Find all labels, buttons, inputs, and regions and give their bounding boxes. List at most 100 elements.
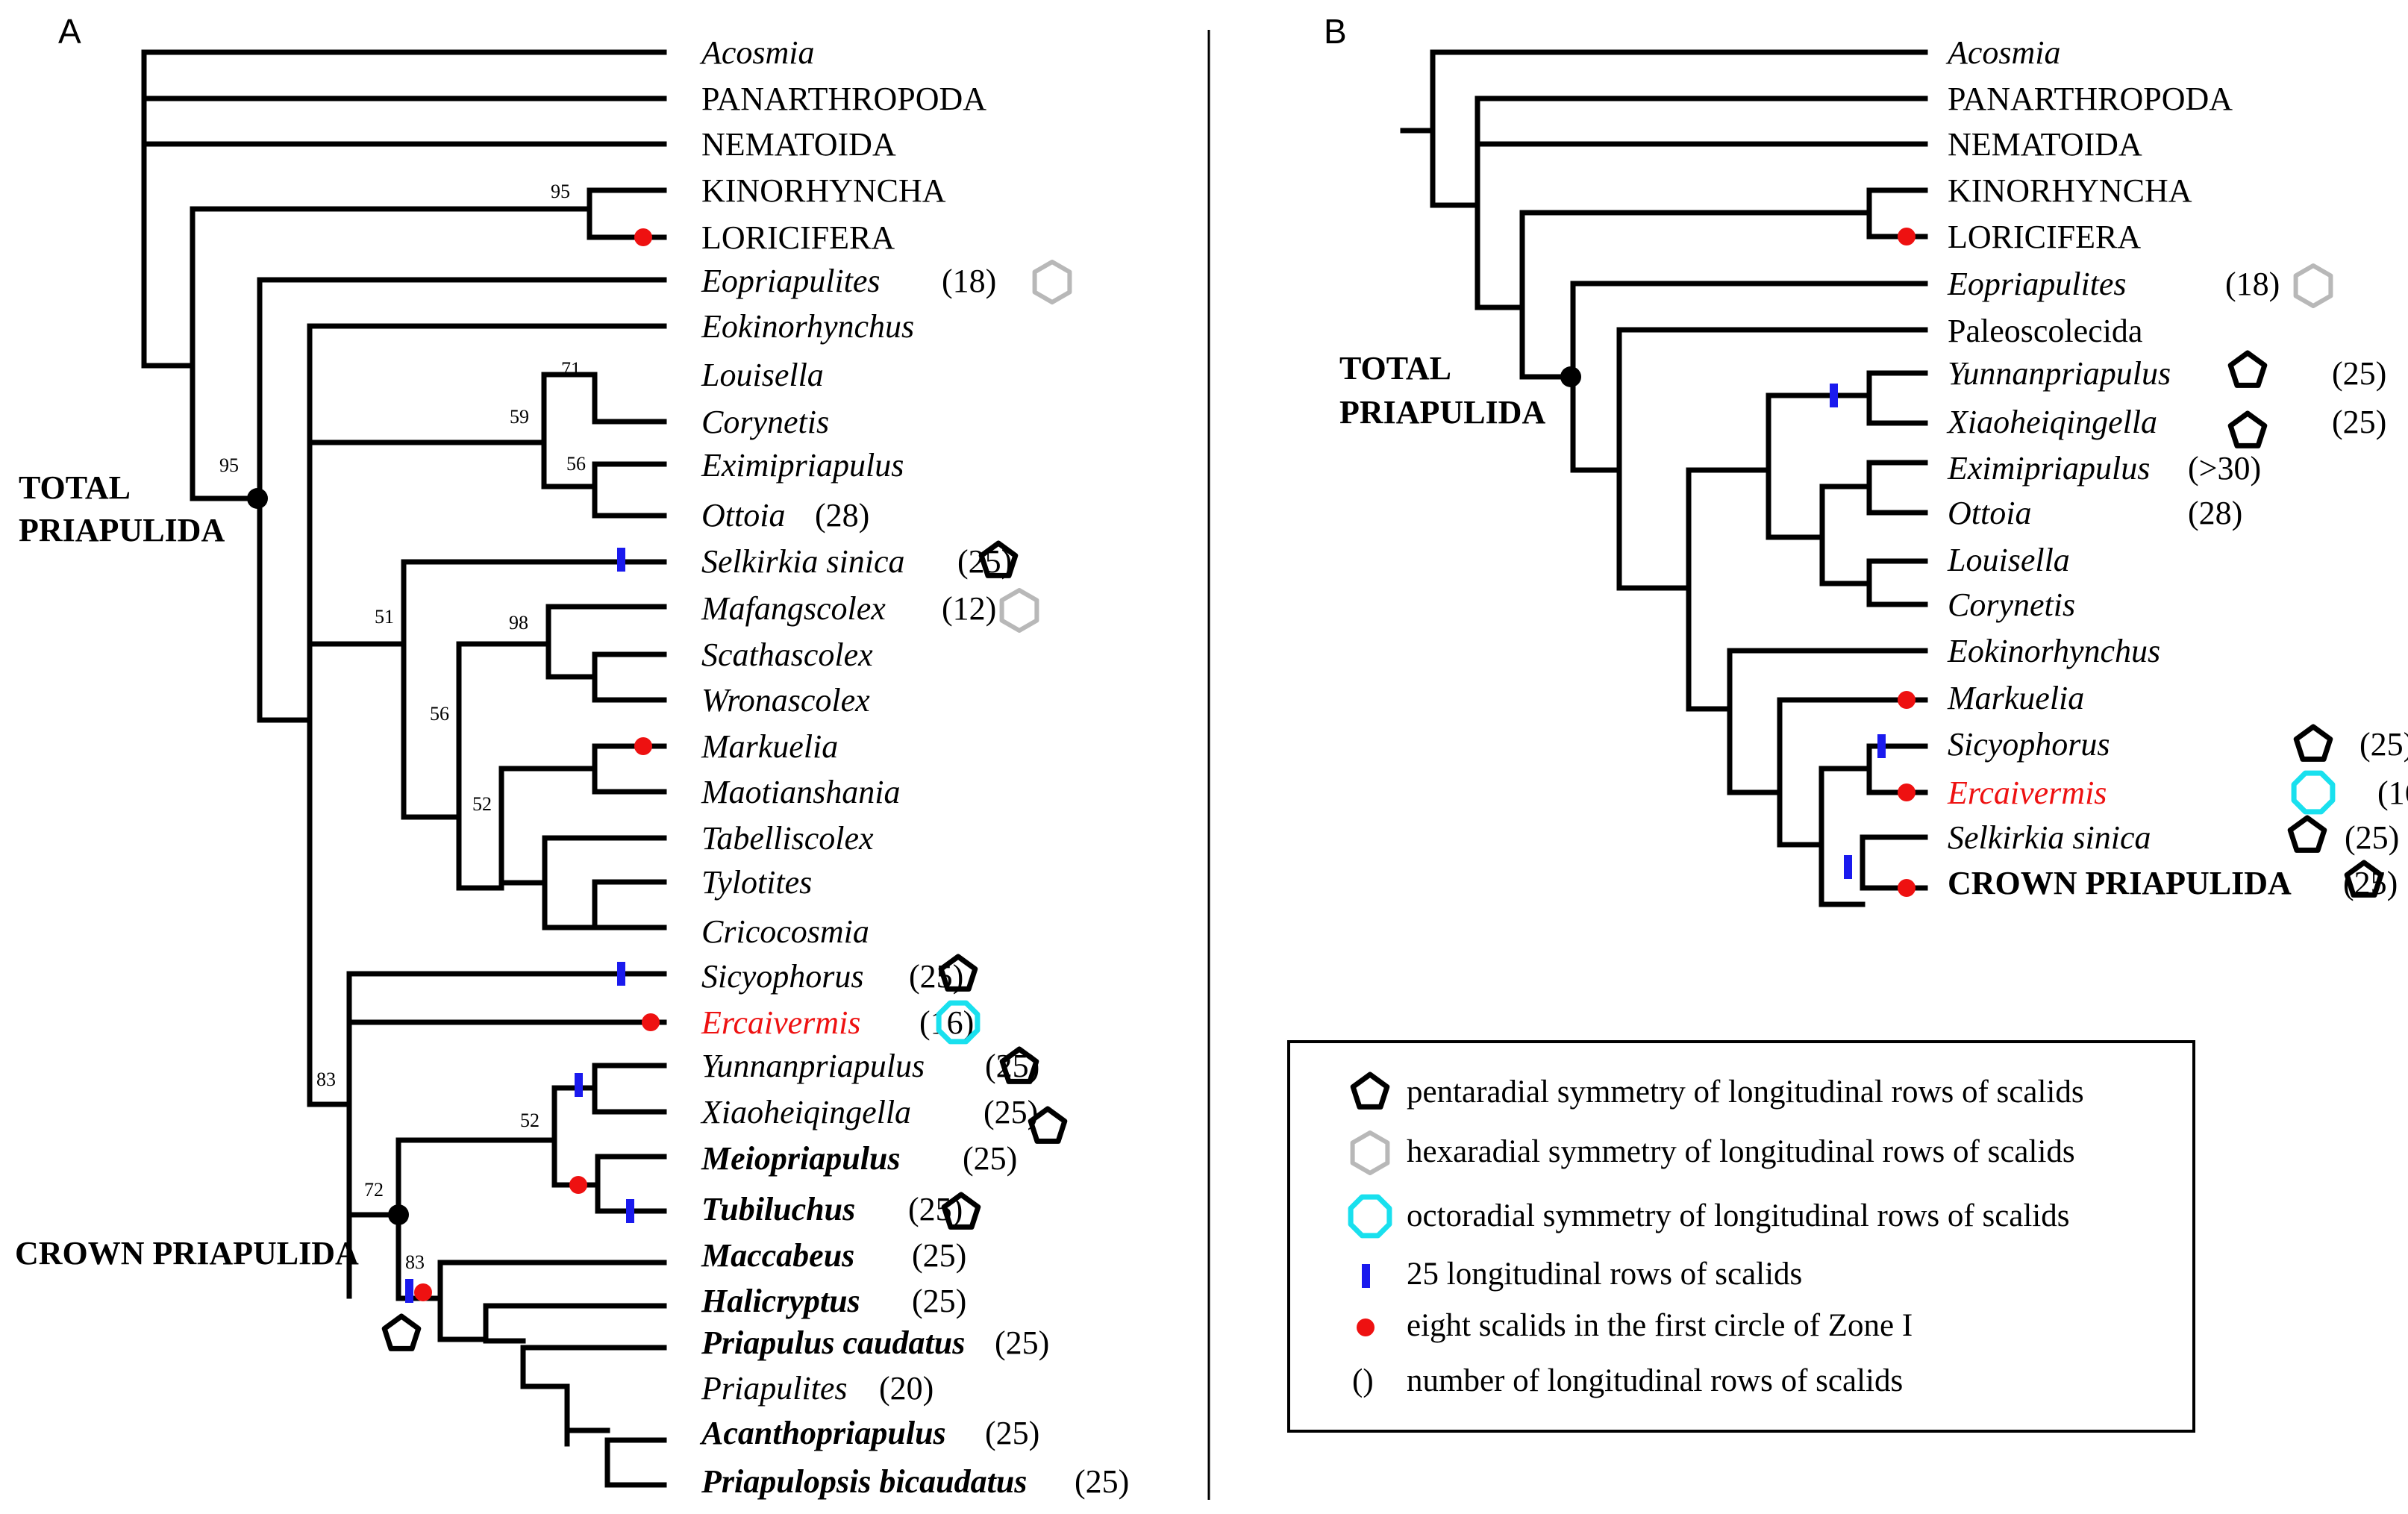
octagon-icon bbox=[1351, 1197, 1389, 1236]
scalid-row-count: (18) bbox=[2225, 266, 2280, 302]
tree-b-red-dots bbox=[1898, 228, 1916, 897]
taxon-label: Meiopriapulus bbox=[701, 1140, 901, 1177]
taxon-label: Acosmia bbox=[1945, 34, 2061, 71]
taxon-label: KINORHYNCHA bbox=[701, 172, 946, 209]
taxon-label: Eokinorhynchus bbox=[701, 308, 914, 345]
taxon-label: Ottoia bbox=[1948, 495, 2031, 531]
support-value: 98 bbox=[509, 612, 528, 634]
taxon-label: Wronascolex bbox=[701, 682, 870, 719]
scalid-row-count: (28) bbox=[2188, 495, 2242, 531]
scalid-row-count: (25) bbox=[963, 1140, 1017, 1177]
legend-label: eight scalids in the first circle of Zon… bbox=[1407, 1308, 1913, 1343]
taxon-label: Corynetis bbox=[701, 404, 829, 440]
blue-bar-icon bbox=[626, 1199, 634, 1223]
pentagon-icon bbox=[384, 1316, 419, 1348]
red-dot-icon bbox=[1898, 691, 1916, 709]
taxon-label: Mafangscolex bbox=[701, 590, 886, 627]
pentagon-icon bbox=[2296, 727, 2330, 759]
tree-b: TOTAL PRIAPULIDA AcosmiaPANARTHROPODANEM… bbox=[1339, 34, 2408, 907]
taxon-label: Eximipriapulus bbox=[1947, 450, 2150, 487]
support-value: 59 bbox=[510, 406, 529, 428]
blue-bar-icon bbox=[405, 1279, 413, 1303]
taxon-label: Louisella bbox=[701, 357, 824, 393]
tree-a-branch bbox=[307, 559, 667, 891]
scalid-row-count: (12) bbox=[942, 590, 996, 627]
taxon-label: Maotianshania bbox=[701, 774, 900, 810]
red-dot-icon bbox=[634, 737, 652, 755]
support-value: 72 bbox=[364, 1179, 384, 1201]
taxon-label: Acanthopriapulus bbox=[699, 1415, 946, 1451]
blue-bar-icon bbox=[1877, 734, 1886, 758]
tree-a-branch bbox=[346, 1063, 667, 1218]
taxon-label: Priapulites bbox=[701, 1370, 848, 1407]
tree-b-nodes bbox=[1560, 366, 1581, 387]
node-total-priapulida bbox=[1560, 366, 1581, 387]
legend-label: hexaradial symmetry of longitudinal rows… bbox=[1407, 1134, 2075, 1169]
taxon-label: Eximipriapulus bbox=[701, 447, 904, 484]
taxon-label: Markuelia bbox=[1947, 680, 2084, 716]
tree-a-support-values: 95 71 59 56 95 51 98 56 52 83 72 52 83 bbox=[219, 181, 586, 1273]
taxon-label: Sicyophorus bbox=[1948, 726, 2110, 763]
taxon-label: Louisella bbox=[1947, 542, 2070, 578]
tree-a-taxa: AcosmiaPANARTHROPODANEMATOIDAKINORHYNCHA… bbox=[699, 34, 1129, 1500]
crown-priapulida-label: CROWN PRIAPULIDA bbox=[15, 1235, 359, 1271]
legend-box bbox=[1287, 1040, 2195, 1433]
taxon-label: Tylotites bbox=[701, 864, 812, 901]
parentheses-icon: () bbox=[1352, 1363, 1374, 1398]
scalid-row-count: (25) bbox=[2332, 404, 2386, 440]
scalid-row-count: (20) bbox=[879, 1370, 934, 1407]
support-value: 83 bbox=[316, 1069, 336, 1090]
support-value: 56 bbox=[430, 703, 449, 725]
tree-a-branches bbox=[141, 49, 667, 1488]
scalid-row-count: (25) bbox=[995, 1324, 1049, 1361]
scalid-row-count: (25) bbox=[1075, 1463, 1129, 1500]
taxon-label: Tabelliscolex bbox=[701, 820, 874, 857]
node-total-priapulida bbox=[247, 488, 268, 509]
support-value: 95 bbox=[219, 454, 239, 476]
tree-a-branch bbox=[456, 743, 667, 930]
tree-b-clade-labels: TOTAL PRIAPULIDA bbox=[1339, 350, 1545, 431]
legend-label: octoradial symmetry of longitudinal rows… bbox=[1407, 1198, 2070, 1233]
taxon-label: PANARTHROPODA bbox=[1948, 81, 2233, 117]
tree-a-branch bbox=[307, 372, 667, 519]
blue-bar-icon bbox=[617, 548, 625, 572]
taxon-label: Cricocosmia bbox=[701, 913, 869, 950]
pentagon-icon bbox=[1353, 1074, 1387, 1107]
taxon-label: Maccabeus bbox=[701, 1237, 854, 1274]
red-dot-icon bbox=[569, 1176, 587, 1194]
red-dot-icon bbox=[634, 228, 652, 246]
taxon-label: Xiaoheiqingella bbox=[1946, 404, 2157, 440]
scalid-row-count: (18) bbox=[942, 263, 996, 299]
scalid-row-count: (25) bbox=[2345, 819, 2399, 856]
tree-a-red-dots bbox=[414, 228, 660, 1301]
red-dot-icon bbox=[642, 1013, 660, 1031]
tree-b-branch bbox=[1686, 648, 1928, 907]
taxon-label: LORICIFERA bbox=[701, 219, 895, 256]
blue-bar-icon bbox=[575, 1073, 583, 1097]
taxon-label: Priapulus caudatus bbox=[701, 1324, 965, 1361]
taxon-label: LORICIFERA bbox=[1948, 219, 2141, 255]
scalid-row-count: (25) bbox=[912, 1283, 966, 1319]
tree-a: 95 71 59 56 95 51 98 56 52 83 72 52 83 bbox=[15, 34, 1129, 1500]
taxon-label: Tubiluchus bbox=[701, 1191, 855, 1227]
taxon-label: Sicyophorus bbox=[701, 958, 864, 995]
hexagon-icon bbox=[1035, 262, 1070, 302]
scalid-row-count: (25) bbox=[985, 1415, 1039, 1451]
scalid-row-count: (>30) bbox=[2188, 450, 2261, 487]
taxon-label: Priapulopsis bicaudatus bbox=[701, 1463, 1027, 1500]
tree-a-branch bbox=[395, 1212, 667, 1488]
taxon-label: NEMATOIDA bbox=[701, 126, 896, 163]
tree-a-nodes bbox=[247, 488, 409, 1225]
support-value: 56 bbox=[566, 453, 586, 475]
support-value: 52 bbox=[520, 1110, 540, 1131]
support-value: 51 bbox=[375, 606, 394, 628]
scalid-row-count: (25) bbox=[2359, 726, 2408, 763]
taxon-label: Acosmia bbox=[699, 34, 815, 71]
red-dot-icon bbox=[1898, 879, 1916, 897]
tree-b-branches bbox=[1400, 49, 1928, 907]
red-dot-icon bbox=[1357, 1319, 1375, 1336]
support-value: 83 bbox=[405, 1251, 425, 1273]
taxon-label: Yunnanpriapulus bbox=[1948, 355, 2171, 392]
tree-a-branch bbox=[307, 323, 667, 1299]
octagon-icon bbox=[2294, 773, 2333, 812]
